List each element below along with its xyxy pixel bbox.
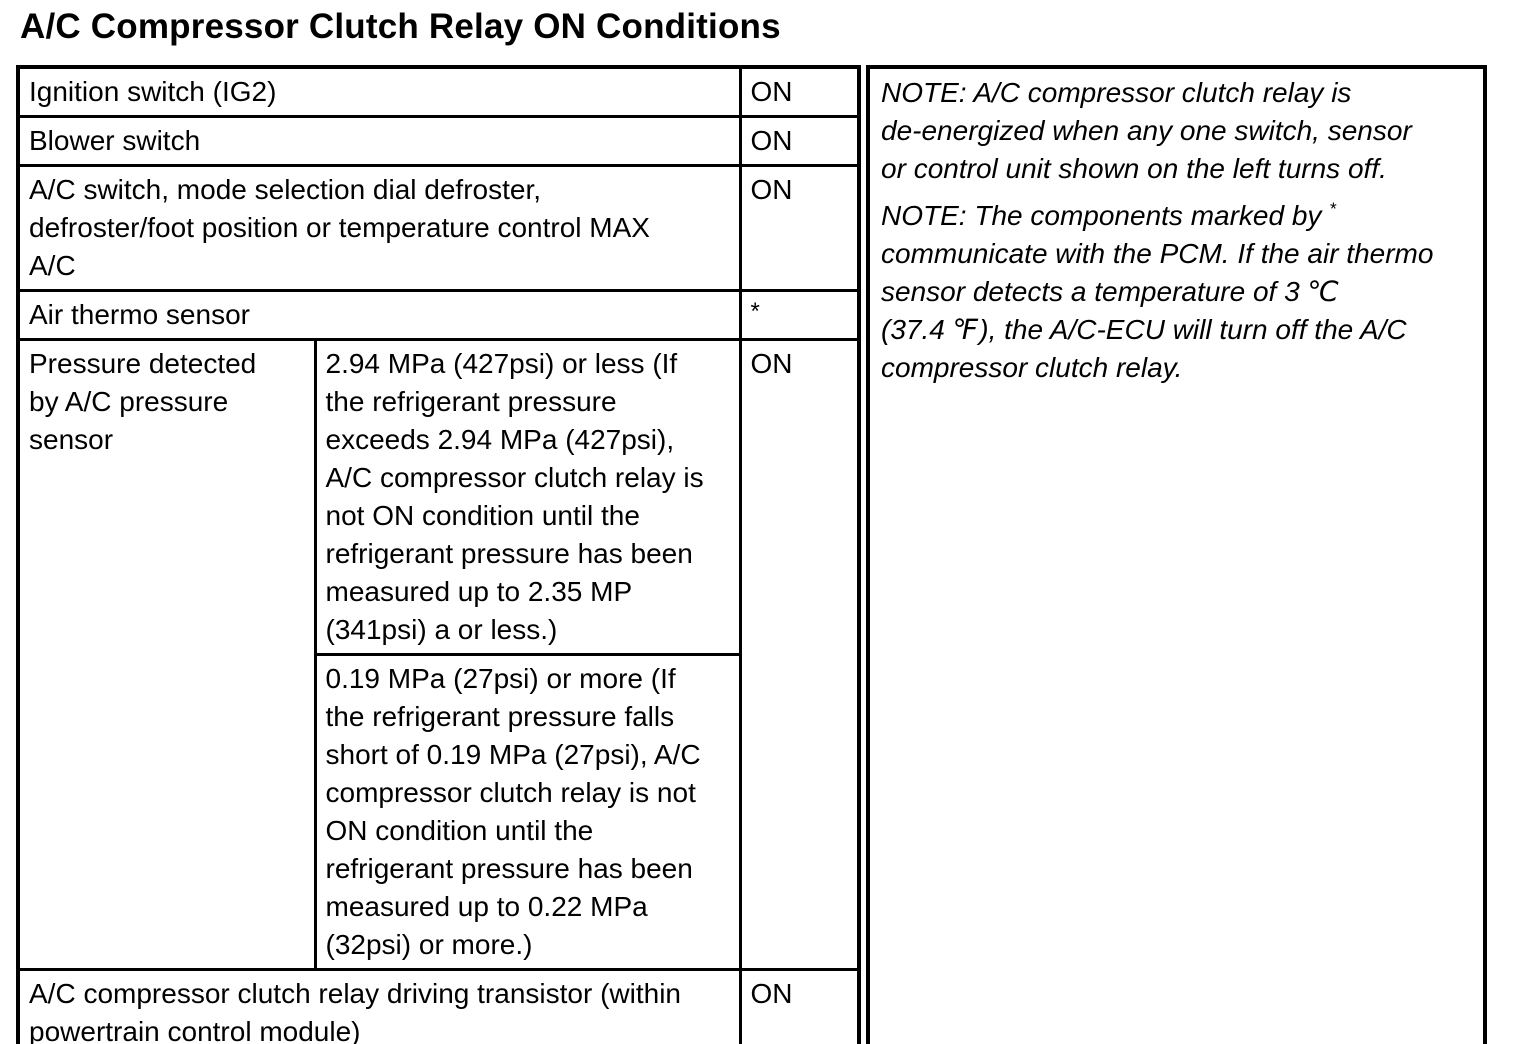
condition-state: ON [738,968,861,1044]
condition-state-asterisk: * [738,289,861,341]
table-row: Blower switch ON [16,115,861,167]
asterisk-marker: * [1329,198,1336,219]
condition-label: Ignition switch (IG2) [16,65,742,118]
page-title: A/C Compressor Clutch Relay ON Condition… [20,7,781,46]
condition-label: A/C switch, mode selection dial defroste… [16,164,742,292]
condition-label: Blower switch [16,115,742,167]
table-row: 0.19 MPa (27psi) or more (If the refrige… [18,653,859,971]
table-row: A/C compressor clutch relay driving tran… [16,968,861,1044]
note-deenergized: NOTE: A/C compressor clutch relay is de-… [881,77,1412,184]
note-pcm-body: communicate with the PCM. If the air the… [881,238,1434,383]
condition-state: ON [738,338,861,971]
note-pcm-prefix: NOTE: The components marked by [881,200,1330,231]
content-layout: Ignition switch (IG2) ON Blower switch O… [16,65,1520,1044]
condition-state: ON [738,164,861,292]
condition-label: Pressure detected by A/C pressure sensor [16,338,317,971]
note-pcm: NOTE: The components marked by * communi… [881,197,1471,387]
condition-label: A/C compressor clutch relay driving tran… [16,968,742,1044]
conditions-table: Ignition switch (IG2) ON Blower switch O… [16,65,862,1044]
table-row: Ignition switch (IG2) ON [16,65,861,118]
condition-state: ON [738,115,861,167]
table-row: A/C switch, mode selection dial defroste… [16,164,861,292]
table-row: Air thermo sensor * [16,289,861,341]
notes-panel: NOTE: A/C compressor clutch relay is de-… [866,65,1488,1044]
pressure-condition-high: 2.94 MPa (427psi) or less (If the refrig… [313,338,742,656]
pressure-condition-low: 0.19 MPa (27psi) or more (If the refrige… [313,653,742,971]
condition-state: ON [738,65,861,118]
table-row: Pressure detected by A/C pressure sensor… [16,338,861,971]
condition-label: Air thermo sensor [16,289,742,341]
